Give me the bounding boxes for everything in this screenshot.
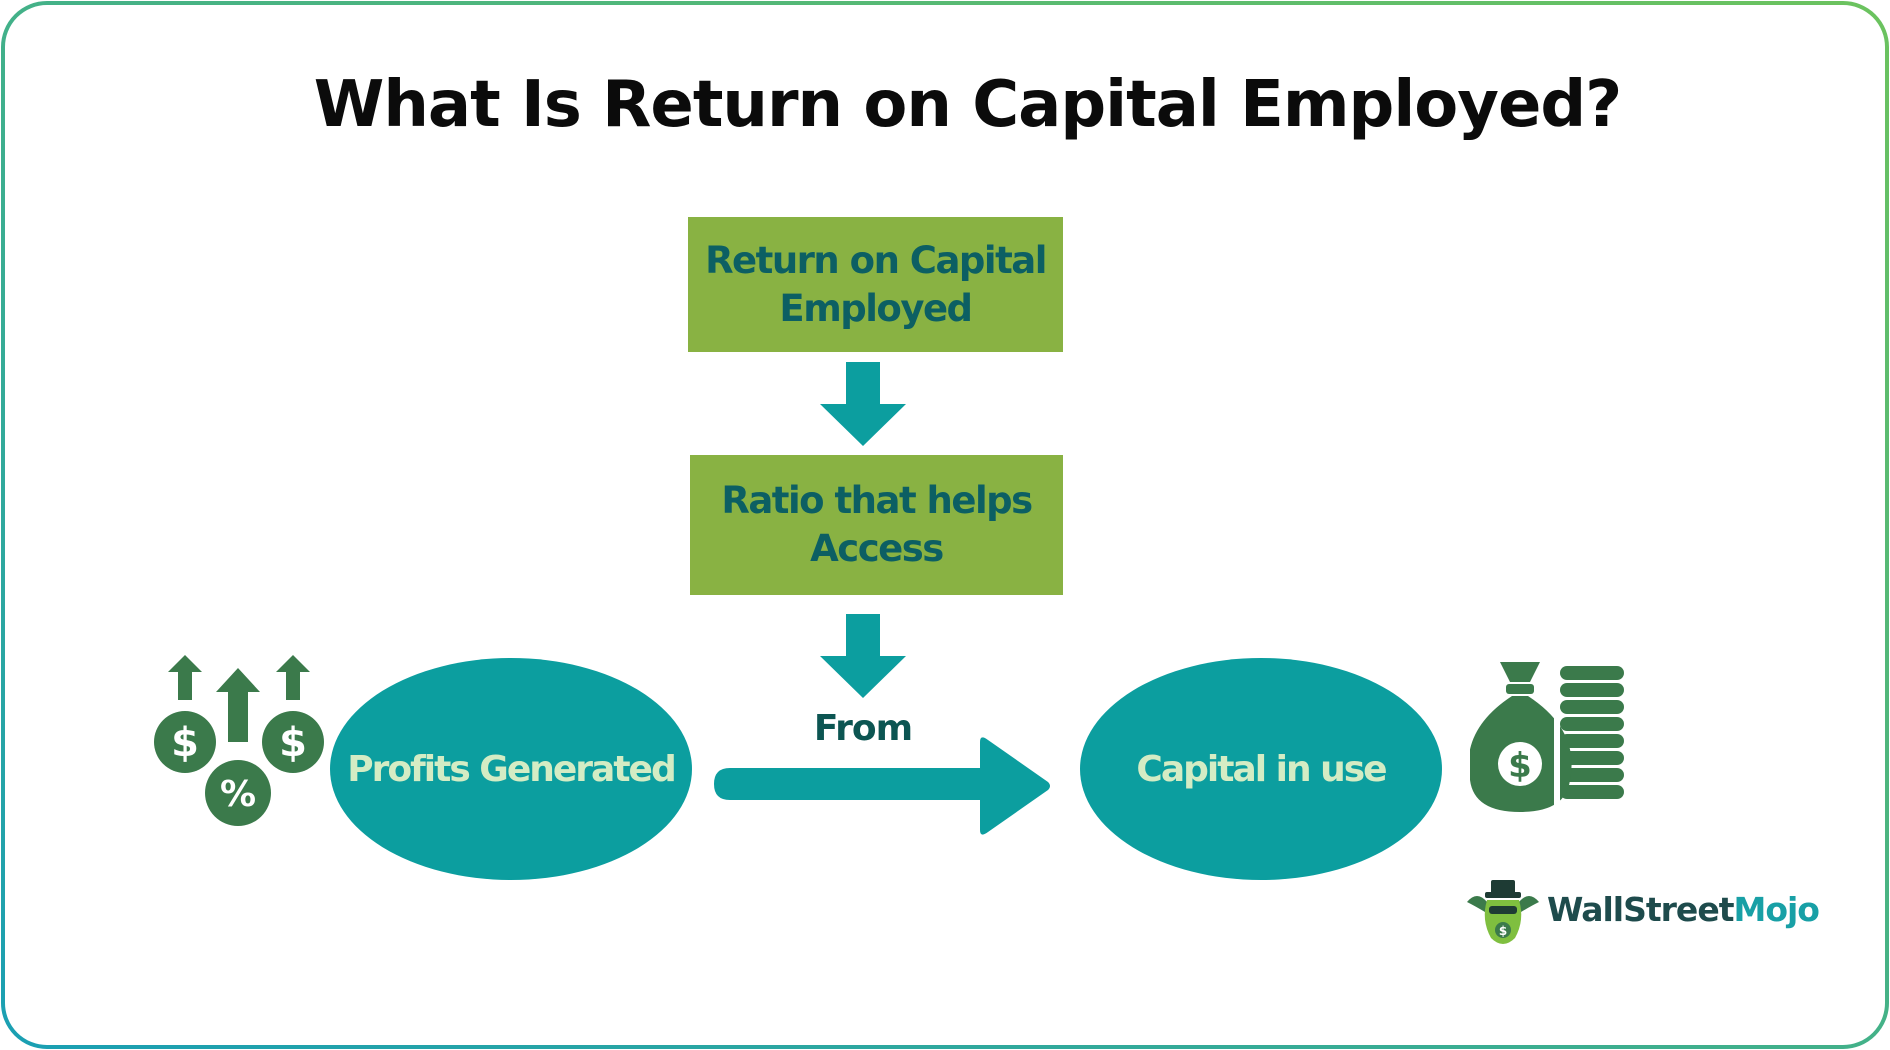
brand-part-2: Mojo bbox=[1733, 890, 1819, 929]
bull-mascot-icon: $ bbox=[1467, 880, 1539, 944]
box-middle-line-2: Access bbox=[810, 527, 944, 570]
money-bag-coins-icon: $ bbox=[1470, 660, 1624, 815]
ellipse-capital-in-use: Capital in use bbox=[1080, 658, 1442, 880]
coin-dollar-right-icon: $ bbox=[279, 720, 307, 766]
page-title: What Is Return on Capital Employed? bbox=[313, 68, 1623, 142]
box-top-line-1: Return on Capital bbox=[705, 238, 1047, 282]
down-arrow-1 bbox=[820, 362, 906, 446]
coin-percent-icon: % bbox=[220, 774, 256, 815]
box-top-line-2: Employed bbox=[779, 286, 973, 330]
brand-wordmark: WallStreetMojo bbox=[1547, 890, 1820, 929]
box-ratio-that-helps-access: Ratio that helps Access bbox=[690, 455, 1063, 595]
ellipse-profits-generated: Profits Generated bbox=[330, 658, 692, 880]
svg-text:$: $ bbox=[1499, 924, 1507, 938]
brand-part-1: WallStreet bbox=[1547, 890, 1734, 929]
coin-dollar-left-icon: $ bbox=[171, 720, 199, 766]
ellipse-right-label: Capital in use bbox=[1136, 748, 1387, 790]
down-arrow-2 bbox=[820, 614, 906, 698]
box-return-on-capital-employed: Return on Capital Employed bbox=[688, 217, 1063, 352]
arrow-label-from: From bbox=[813, 708, 913, 749]
money-growth-icon: $ $ % bbox=[154, 655, 324, 826]
ellipse-left-label: Profits Generated bbox=[347, 748, 676, 790]
box-middle-line-1: Ratio that helps bbox=[721, 479, 1033, 522]
coin-stack-icon bbox=[1560, 666, 1624, 799]
right-arrow bbox=[714, 737, 1050, 835]
dollar-sign-icon: $ bbox=[1508, 746, 1532, 786]
